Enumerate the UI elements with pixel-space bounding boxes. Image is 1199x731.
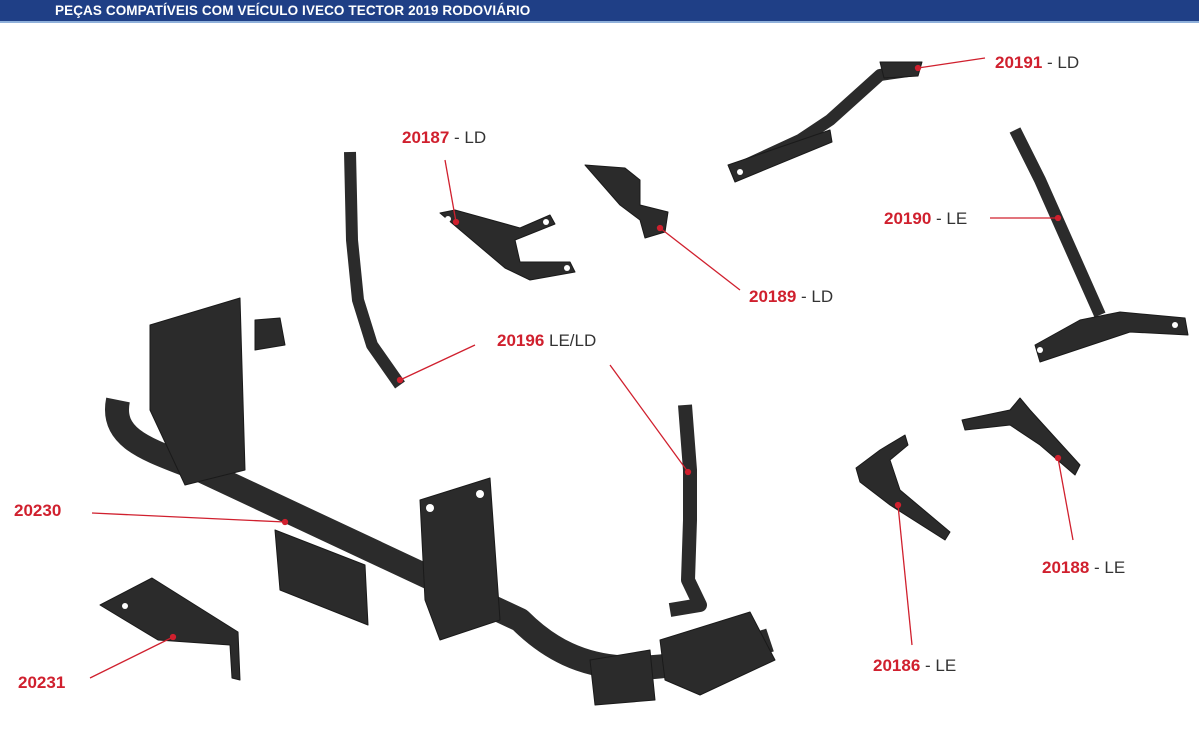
part-side: - LD [449, 128, 487, 147]
part-number: 20187 [402, 128, 450, 147]
part-20187 [439, 209, 576, 281]
part-20188 [961, 397, 1081, 476]
part-side: - LE [920, 656, 957, 675]
part-side: - LD [796, 287, 834, 306]
part-number: 20196 [497, 331, 545, 350]
label-20187: 20187 - LD [402, 128, 486, 148]
part-20190 [1009, 127, 1189, 363]
part-number: 20191 [995, 53, 1043, 72]
part-number: 20231 [18, 673, 66, 692]
label-20188: 20188 - LE [1042, 558, 1125, 578]
part-20196-left [344, 151, 405, 389]
part-side: - LE [931, 209, 968, 228]
part-number: 20186 [873, 656, 921, 675]
label-20230: 20230 [14, 501, 61, 521]
part-side: - LE [1089, 558, 1126, 577]
part-20191 [727, 61, 923, 183]
label-20186: 20186 - LE [873, 656, 956, 676]
part-number: 20230 [14, 501, 62, 520]
mounting-holes [122, 169, 1178, 609]
part-number: 20188 [1042, 558, 1090, 577]
part-number: 20190 [884, 209, 932, 228]
part-20231 [99, 577, 241, 681]
header-bar: PEÇAS COMPATÍVEIS COM VEÍCULO IVECO TECT… [0, 0, 1199, 23]
page-title: PEÇAS COMPATÍVEIS COM VEÍCULO IVECO TECT… [55, 3, 531, 18]
leader-lines [89, 57, 1074, 679]
label-20191: 20191 - LD [995, 53, 1079, 73]
part-20230 [105, 297, 776, 706]
part-number: 20189 [749, 287, 797, 306]
part-20186 [855, 434, 951, 541]
part-20196-right [668, 404, 707, 617]
part-side: LE/LD [544, 331, 597, 350]
part-20189 [584, 164, 669, 239]
part-side: - LD [1042, 53, 1080, 72]
label-20189: 20189 - LD [749, 287, 833, 307]
label-20196: 20196 LE/LD [497, 331, 596, 351]
label-20231: 20231 [18, 673, 65, 693]
label-20190: 20190 - LE [884, 209, 967, 229]
